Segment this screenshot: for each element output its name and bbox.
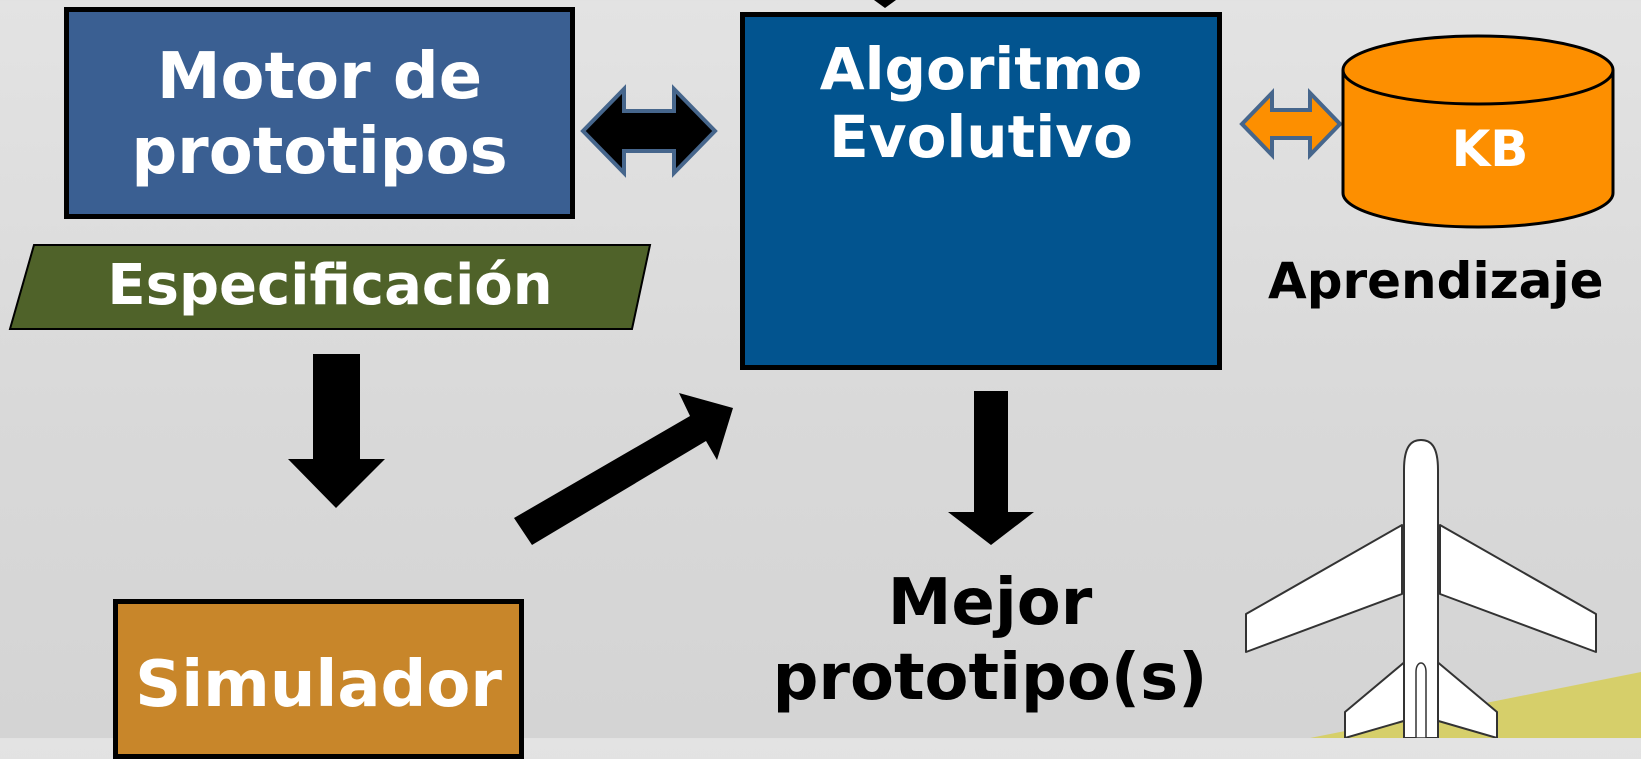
arrow-down-to-mejor (948, 391, 1034, 545)
double-arrow-motor-algoritmo (580, 84, 718, 178)
arrow-down-to-simulador (288, 354, 385, 508)
arrow-simulador-to-algoritmo (514, 393, 733, 545)
motor-label: Motor de prototipos (131, 40, 508, 189)
simulador-label: Simulador (135, 648, 502, 722)
especificacion-shape (8, 244, 652, 330)
algoritmo-evolutivo-box: Algoritmo Evolutivo (740, 12, 1222, 370)
simulador-box: Simulador (113, 599, 524, 759)
double-arrow-algoritmo-kb (1239, 88, 1343, 160)
top-arrow-tip (874, 0, 896, 8)
mejor-prototipo-label: Mejor prototipo(s) (772, 566, 1208, 715)
motor-de-prototipos-box: Motor de prototipos (64, 7, 575, 219)
airplane-icon (1245, 439, 1597, 738)
algoritmo-label: Algoritmo Evolutivo (819, 35, 1143, 171)
especificacion-label: Especificación (107, 253, 553, 318)
aprendizaje-label: Aprendizaje (1268, 252, 1604, 310)
kb-database-icon (1341, 34, 1615, 229)
kb-label: KB (1451, 120, 1529, 178)
diagram-graphics (8, 0, 1641, 738)
